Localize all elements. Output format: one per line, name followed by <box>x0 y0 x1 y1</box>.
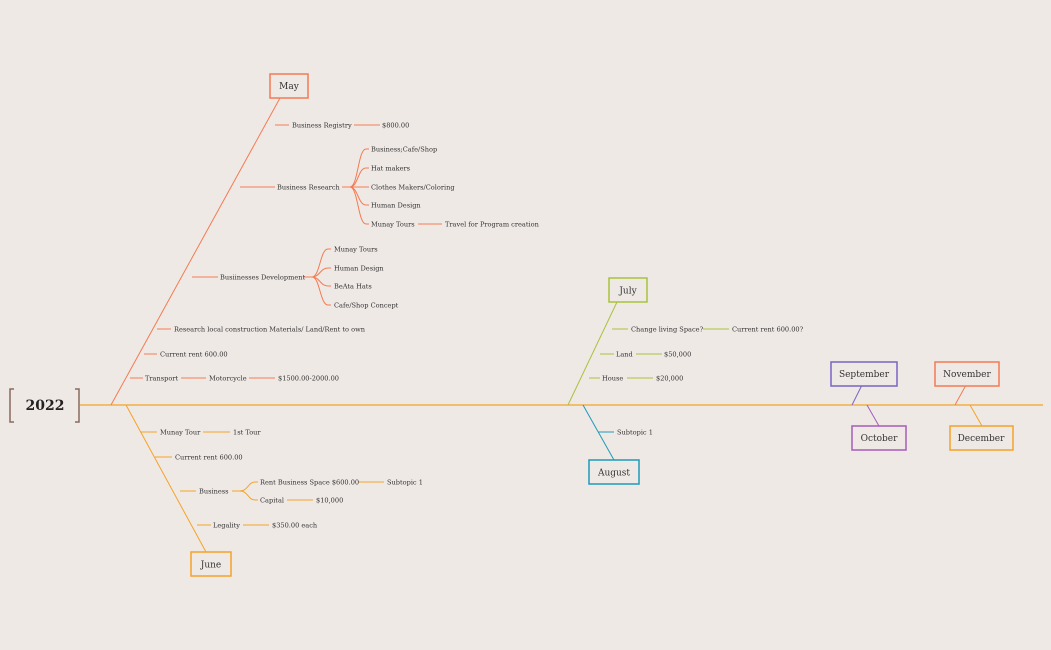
june-rent-subtopic[interactable]: Subtopic 1 <box>387 479 423 487</box>
august-subtopic[interactable]: Subtopic 1 <box>617 429 653 437</box>
may-connector-research-fork <box>342 148 369 225</box>
june-bone <box>125 404 207 553</box>
july-labels: July Change living Space? Current rent 6… <box>602 287 804 383</box>
may-research-item-0[interactable]: Business;Cafe/Shop <box>371 146 437 154</box>
may-development-item-3[interactable]: Cafe/Shop Concept <box>334 302 399 310</box>
month-august[interactable]: August <box>597 469 630 479</box>
december-branch <box>949 404 1014 451</box>
month-july[interactable]: July <box>618 287 637 297</box>
month-december[interactable]: December <box>958 434 1006 444</box>
may-research-item-1[interactable]: Hat makers <box>371 165 411 173</box>
june-capital-amount[interactable]: $10,000 <box>316 497 343 505</box>
may-registry-cost[interactable]: $800.00 <box>382 122 409 130</box>
may-bone <box>110 97 281 406</box>
august-labels: August Subtopic 1 <box>597 429 653 479</box>
may-businesses-development[interactable]: Busiinesses Development <box>220 274 306 282</box>
month-june[interactable]: June <box>200 561 222 571</box>
november-box <box>934 361 1000 387</box>
may-development-item-1[interactable]: Human Design <box>334 265 384 273</box>
november-bone <box>954 384 967 406</box>
month-october[interactable]: October <box>861 434 899 444</box>
may-transport[interactable]: Transport <box>145 375 178 383</box>
june-legality-cost[interactable]: $350.00 each <box>272 522 318 530</box>
july-land[interactable]: Land <box>616 351 634 359</box>
august-branch <box>582 404 640 485</box>
may-munay-travel[interactable]: Travel for Program creation <box>445 221 540 229</box>
july-land-cost[interactable]: $50,000 <box>664 351 691 359</box>
june-labels: June Munay Tour 1st Tour Current rent 60… <box>160 429 423 571</box>
may-research-materials[interactable]: Research local construction Materials/ L… <box>174 326 366 334</box>
september-bone <box>851 384 863 406</box>
september-box <box>830 361 898 387</box>
july-current-rent[interactable]: Current rent 600.00? <box>732 326 804 334</box>
may-motorcycle-cost[interactable]: $1500.00-2000.00 <box>278 375 339 383</box>
june-connector-business-fork <box>232 481 258 501</box>
july-branch <box>567 277 729 406</box>
june-capital[interactable]: Capital <box>260 497 284 505</box>
root-bracket-right <box>75 388 80 423</box>
october-box <box>851 425 907 451</box>
june-legality[interactable]: Legality <box>213 522 240 530</box>
december-bone <box>969 404 983 427</box>
root-bracket-left <box>9 388 14 423</box>
july-bone <box>567 301 618 406</box>
july-house[interactable]: House <box>602 375 623 383</box>
december-box <box>949 425 1014 451</box>
may-motorcycle[interactable]: Motorcycle <box>209 375 247 383</box>
may-box <box>269 73 309 99</box>
june-munay-tour[interactable]: Munay Tour <box>160 429 201 437</box>
month-september[interactable]: September <box>839 370 890 380</box>
september-branch <box>830 361 898 406</box>
june-first-tour[interactable]: 1st Tour <box>233 429 261 437</box>
root-node[interactable]: 2022 <box>9 388 80 423</box>
october-bone <box>866 404 880 427</box>
november-branch <box>934 361 1000 406</box>
month-november[interactable]: November <box>943 370 991 380</box>
may-research-item-4[interactable]: Munay Tours <box>371 221 415 229</box>
may-connector-development-fork <box>304 248 331 306</box>
june-current-rent[interactable]: Current rent 600.00 <box>175 454 243 462</box>
may-branch <box>110 73 442 406</box>
may-business-registry[interactable]: Business Registry <box>292 122 352 130</box>
may-development-item-2[interactable]: BeAta Hats <box>334 283 372 291</box>
may-research-item-2[interactable]: Clothes Makers/Coloring <box>371 184 455 192</box>
may-business-research[interactable]: Business Research <box>277 184 341 192</box>
root-label: 2022 <box>26 398 65 414</box>
october-branch <box>851 404 907 451</box>
july-house-cost[interactable]: $20,000 <box>656 375 683 383</box>
july-box <box>608 277 648 303</box>
may-development-item-0[interactable]: Munay Tours <box>334 246 378 254</box>
june-box <box>190 551 232 577</box>
may-research-item-3[interactable]: Human Design <box>371 202 421 210</box>
august-box <box>588 459 640 485</box>
june-business[interactable]: Business <box>199 488 229 496</box>
july-change-living-space[interactable]: Change living Space? <box>631 326 704 334</box>
may-labels: May Business Registry $800.00 Business R… <box>145 82 540 383</box>
month-may[interactable]: May <box>279 82 300 92</box>
june-branch <box>125 404 384 577</box>
may-current-rent[interactable]: Current rent 600.00 <box>160 351 228 359</box>
june-rent-business-space[interactable]: Rent Business Space $600.00 <box>260 479 359 487</box>
